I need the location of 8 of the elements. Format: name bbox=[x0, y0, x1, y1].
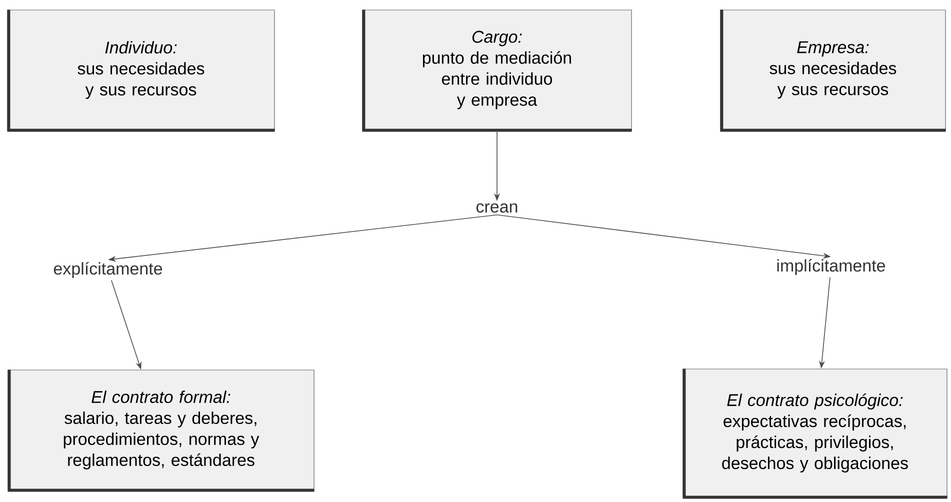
text-box: Empresa: sus necesidades y sus recursos bbox=[720, 10, 946, 132]
edge-label: crean bbox=[476, 203, 518, 213]
text-box: Cargo: punto de mediación entre individuo y empresa bbox=[362, 10, 632, 132]
edge-label: explícitamente bbox=[54, 262, 162, 278]
text-box: Individuo: sus necesidades y sus recursos bbox=[7, 10, 275, 132]
text-box: El contrato formal: salario, tareas y deberes, procedimientos, normas y reglamentos, estándares bbox=[8, 370, 314, 492]
edge-label: implícitamente bbox=[777, 258, 886, 276]
text-box: El contrato psicológico: expectativas recíprocas, prácticas, privilegios, desechos y obligaciones bbox=[682, 368, 948, 499]
